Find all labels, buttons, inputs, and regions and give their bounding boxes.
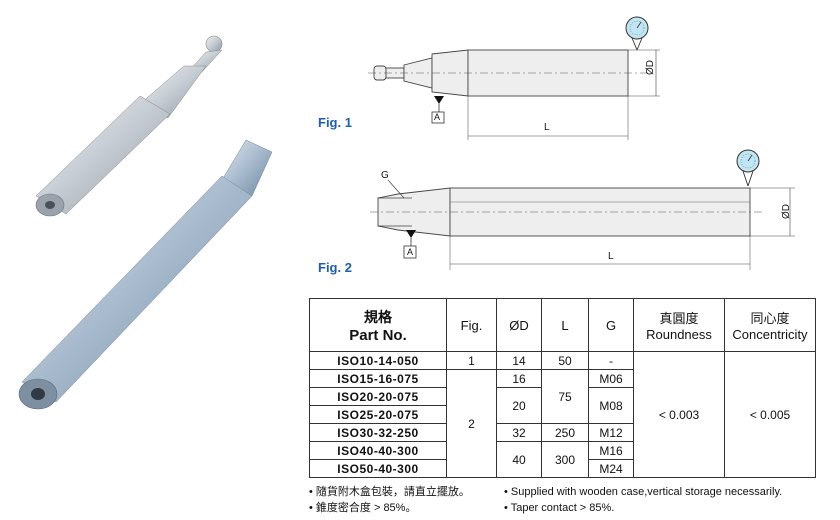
fig1-datum-label: A xyxy=(434,112,441,122)
part-no-cell: ISO20-20-075 xyxy=(309,387,447,406)
header-od: ØD xyxy=(496,298,542,352)
header-part-no: 規格 Part No. xyxy=(309,298,447,352)
notes-cn: • 隨貨附木盒包裝，請直立擺放。 • 錐度密合度 > 85%。 xyxy=(309,484,470,516)
od-cell: 14 xyxy=(496,351,542,370)
fig-cell: 1 xyxy=(446,351,497,370)
product-photo xyxy=(18,35,273,410)
part-no-cell: ISO40-40-300 xyxy=(309,441,447,460)
header-concentricity: 同心度 Concentricity xyxy=(724,298,816,352)
roundness-cell: < 0.003 xyxy=(633,351,725,478)
part-no-cell: ISO50-40-300 xyxy=(309,459,447,478)
table-row: ISO15-16-075 2 16 75 M06 xyxy=(309,369,816,478)
dial-indicator-icon xyxy=(736,149,760,187)
fig1-drawing xyxy=(368,16,660,140)
part-no-cell: ISO10-14-050 xyxy=(309,351,447,370)
l-cell: 75 xyxy=(541,369,589,424)
part-no-cell: ISO15-16-075 xyxy=(309,369,447,388)
table-row: ISO50-40-300 M24 xyxy=(309,459,816,478)
part-no-cell: ISO30-32-250 xyxy=(309,423,447,442)
g-cell: M06 xyxy=(588,369,634,388)
note-cn-1: • 隨貨附木盒包裝，請直立擺放。 xyxy=(309,486,470,498)
fig2-od-label: ØD xyxy=(781,204,792,219)
l-cell: 300 xyxy=(541,441,589,478)
part-no-cell: ISO25-20-075 xyxy=(309,405,447,424)
fig2-drawing xyxy=(370,149,795,270)
header-fig: Fig. xyxy=(446,298,497,352)
fig-cell: 2 xyxy=(446,369,497,478)
dial-indicator-icon xyxy=(625,16,649,51)
od-cell: 32 xyxy=(496,423,542,442)
table-header-row: 規格 Part No. Fig. ØD L G 真圓度 Roundness 同心… xyxy=(309,298,816,352)
l-cell: 250 xyxy=(541,423,589,442)
small-arbor-image xyxy=(35,35,223,217)
g-cell: M16 xyxy=(588,441,634,460)
notes-en: • Supplied with wooden case,vertical sto… xyxy=(504,484,782,516)
l-cell: 50 xyxy=(541,351,589,370)
fig1-label: Fig. 1 xyxy=(318,115,352,130)
header-l: L xyxy=(541,298,589,352)
table-row: ISO10-14-050 1 14 50 - < 0.003 < 0.005 xyxy=(309,351,816,478)
spec-table: 規格 Part No. Fig. ØD L G 真圓度 Roundness 同心… xyxy=(309,298,816,478)
fig2-l-label: L xyxy=(608,251,614,262)
large-arbor-image xyxy=(18,139,273,410)
table-row: ISO25-20-075 xyxy=(309,405,816,424)
fig2-datum-label: A xyxy=(407,247,414,257)
header-roundness: 真圓度 Roundness xyxy=(633,298,725,352)
fig1-od-label: ØD xyxy=(645,60,656,75)
fig2-label: Fig. 2 xyxy=(318,260,352,275)
g-cell: - xyxy=(588,351,634,370)
od-cell: 16 xyxy=(496,369,542,388)
header-g: G xyxy=(588,298,634,352)
g-cell: M24 xyxy=(588,459,634,478)
note-en-2: • Taper contact > 85%. xyxy=(504,502,615,514)
note-cn-2: • 錐度密合度 > 85%。 xyxy=(309,502,417,514)
g-cell: M12 xyxy=(588,423,634,442)
fig2-g-label: G xyxy=(381,170,389,181)
od-cell: 20 xyxy=(496,387,542,424)
concentricity-cell: < 0.005 xyxy=(724,351,816,478)
fig1-l-label: L xyxy=(544,122,550,133)
od-cell: 40 xyxy=(496,441,542,478)
g-cell: M08 xyxy=(588,387,634,424)
note-en-1: • Supplied with wooden case,vertical sto… xyxy=(504,486,783,498)
